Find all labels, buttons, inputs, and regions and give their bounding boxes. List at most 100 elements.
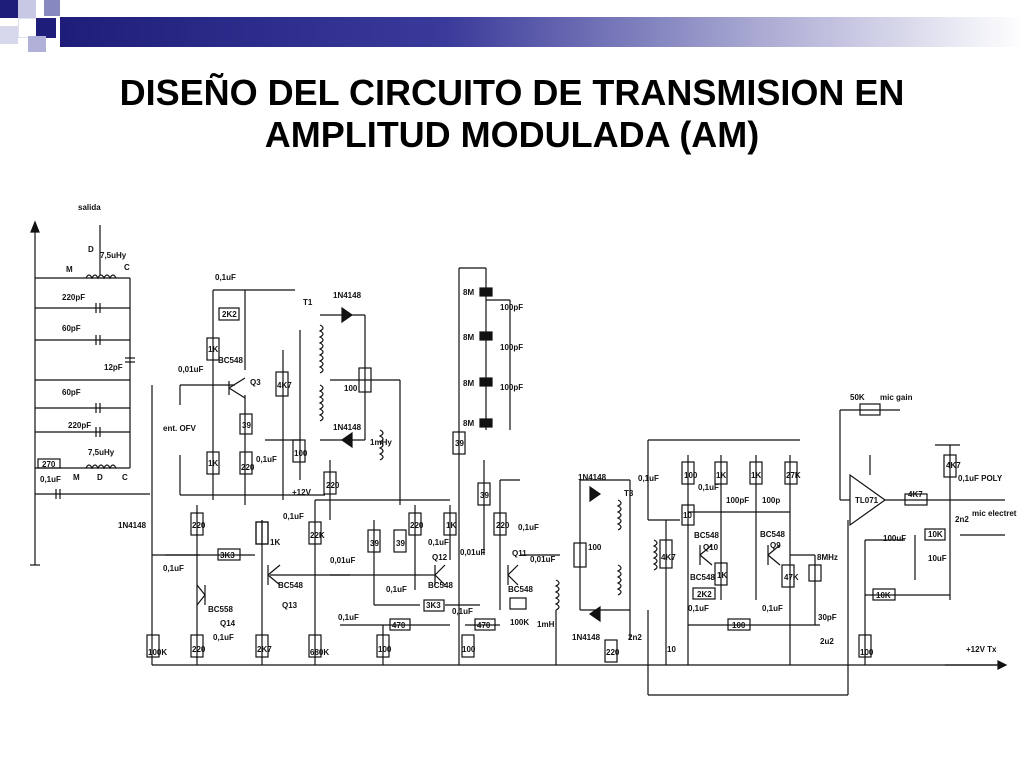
label-c01-q14: 0,1uF — [213, 633, 234, 642]
label-c2u2: 2u2 — [820, 637, 834, 646]
label-d1n4148-t1b: 1N4148 — [333, 423, 362, 432]
label-c01-q10top: 0,1uF — [638, 474, 659, 483]
label-r39-b: 39 — [396, 539, 405, 548]
label-c01-q9: 0,1uF — [762, 604, 783, 613]
label-r39-q3: 39 — [242, 421, 251, 430]
label-r100-q10: 100 — [684, 471, 698, 480]
label-bc548-q12: BC548 — [428, 581, 453, 590]
label-r10-q10: 10 — [683, 511, 692, 520]
label-c01-q3: 0,1uF — [256, 455, 277, 464]
label-c60-bot: 60pF — [62, 388, 81, 397]
label-r100-t1: 100 — [344, 384, 358, 393]
label-c01-q12b: 0,1uF — [386, 585, 407, 594]
slide-title-line2: AMPLITUD MODULADA (AM) — [264, 114, 760, 155]
label-r220-t3: 220 — [606, 648, 620, 657]
label-bc548-q13: BC548 — [278, 581, 303, 590]
label-r39-d: 39 — [480, 491, 489, 500]
label-t1: T1 — [303, 298, 313, 307]
label-c100uf: 100uF — [883, 534, 906, 543]
label-m-bot: M — [73, 473, 80, 482]
label-d1n4148-left: 1N4148 — [118, 521, 147, 530]
label-d1n4148-t3b: 1N4148 — [572, 633, 601, 642]
label-r27k: 27K — [786, 471, 801, 480]
label-q13: Q13 — [282, 601, 298, 610]
label-r4k7-q3: 4K7 — [277, 381, 292, 390]
label-l1mh: 1mH — [537, 620, 555, 629]
label-r1k-q12: 1K — [446, 521, 456, 530]
label-r3k3-q12: 3K3 — [426, 601, 441, 610]
label-r220-q13: 220 — [192, 521, 206, 530]
label-c01-q13: 0,1uF — [163, 564, 184, 573]
label-mic-electret: mic electret — [972, 509, 1017, 518]
label-bc548-q11: BC548 — [508, 585, 533, 594]
label-c100pf-2: 100pF — [500, 343, 523, 352]
label-r47k-q9: 47K — [784, 573, 799, 582]
label-c001: 0,01uF — [178, 365, 203, 374]
label-c-top: C — [124, 263, 130, 272]
deco-square-6 — [0, 26, 18, 44]
label-r10k-a: 10K — [928, 530, 943, 539]
label-c001-mid: 0,01uF — [330, 556, 355, 565]
label-bc548-q3: BC548 — [218, 356, 243, 365]
label-bc548-q10: BC548 — [694, 531, 719, 540]
label-r1k-q9: 1K — [751, 471, 761, 480]
label-c01-bot1: 0,1uF — [338, 613, 359, 622]
label-d-top: D — [88, 245, 94, 254]
label-salida: salida — [78, 203, 101, 212]
deco-square-7 — [28, 36, 46, 52]
label-mic-gain: mic gain — [880, 393, 913, 402]
label-c220-top: 220pF — [62, 293, 85, 302]
label-c10uf: 10uF — [928, 554, 947, 563]
label-8m-2: 8M — [463, 333, 474, 342]
label-r270: 270 — [42, 460, 56, 469]
label-c001-q12: 0,01uF — [460, 548, 485, 557]
label-m-top: M — [66, 265, 73, 274]
label-r2k7: 2K7 — [257, 645, 272, 654]
label-d1n4148-t1a: 1N4148 — [333, 291, 362, 300]
label-c-bot: C — [122, 473, 128, 482]
label-r220-q12: 220 — [410, 521, 424, 530]
label-q3: Q3 — [250, 378, 261, 387]
label-r1k-q3: 1K — [208, 345, 218, 354]
label-c01-q10: 0,1uF — [698, 483, 719, 492]
label-r1k-pot: 1K — [270, 538, 280, 547]
label-r39-a: 39 — [370, 539, 379, 548]
deco-square-1 — [0, 0, 18, 18]
label-8m-3: 8M — [463, 379, 474, 388]
label-c100pf-3: 100pF — [500, 383, 523, 392]
label-ent-ofv: ent. OFV — [163, 424, 197, 433]
label-c01-q12: 0,1uF — [428, 538, 449, 547]
label-r4k7-q10: 4K7 — [661, 553, 676, 562]
label-r22k: 22K — [310, 531, 325, 540]
label-tl071: TL071 — [855, 496, 879, 505]
label-r470-a: 470 — [392, 621, 406, 630]
label-c100pf-q10: 100pF — [726, 496, 749, 505]
schematic-labels: salida D 7,5uHy M C 220pF 60pF 12pF 60pF… — [40, 203, 1017, 657]
label-r220-q14: 220 — [192, 645, 206, 654]
label-c220-bot: 220pF — [68, 421, 91, 430]
label-r1k-q10: 1K — [716, 471, 726, 480]
label-c01-q3b: 0,1uF — [283, 512, 304, 521]
label-r220-mid: 220 — [326, 481, 340, 490]
label-bc558: BC558 — [208, 605, 233, 614]
label-r100-op: 100 — [860, 648, 874, 657]
label-c30pf: 30pF — [818, 613, 837, 622]
label-d1n4148-t3a: 1N4148 — [578, 473, 607, 482]
label-bc548-q10b: BC548 — [690, 573, 715, 582]
label-c01-q11: 0,1uF — [518, 523, 539, 532]
label-r39-c: 39 — [455, 439, 464, 448]
label-q10: Q10 — [703, 543, 719, 552]
label-r100k-q11: 100K — [510, 618, 529, 627]
schematic-wires — [30, 220, 1008, 696]
label-r50k: 50K — [850, 393, 865, 402]
label-l-bot: 7,5uHy — [88, 448, 115, 457]
label-c01-q10b: 0,1uF — [688, 604, 709, 613]
label-x8mhz: 8MHz — [817, 553, 838, 562]
label-c100pf-1: 100pF — [500, 303, 523, 312]
label-r100-q3: 100 — [294, 449, 308, 458]
label-c01-q3top: 0,1uF — [215, 273, 236, 282]
label-r470-b: 470 — [477, 621, 491, 630]
deco-square-5 — [36, 18, 56, 38]
label-c12: 12pF — [104, 363, 123, 372]
